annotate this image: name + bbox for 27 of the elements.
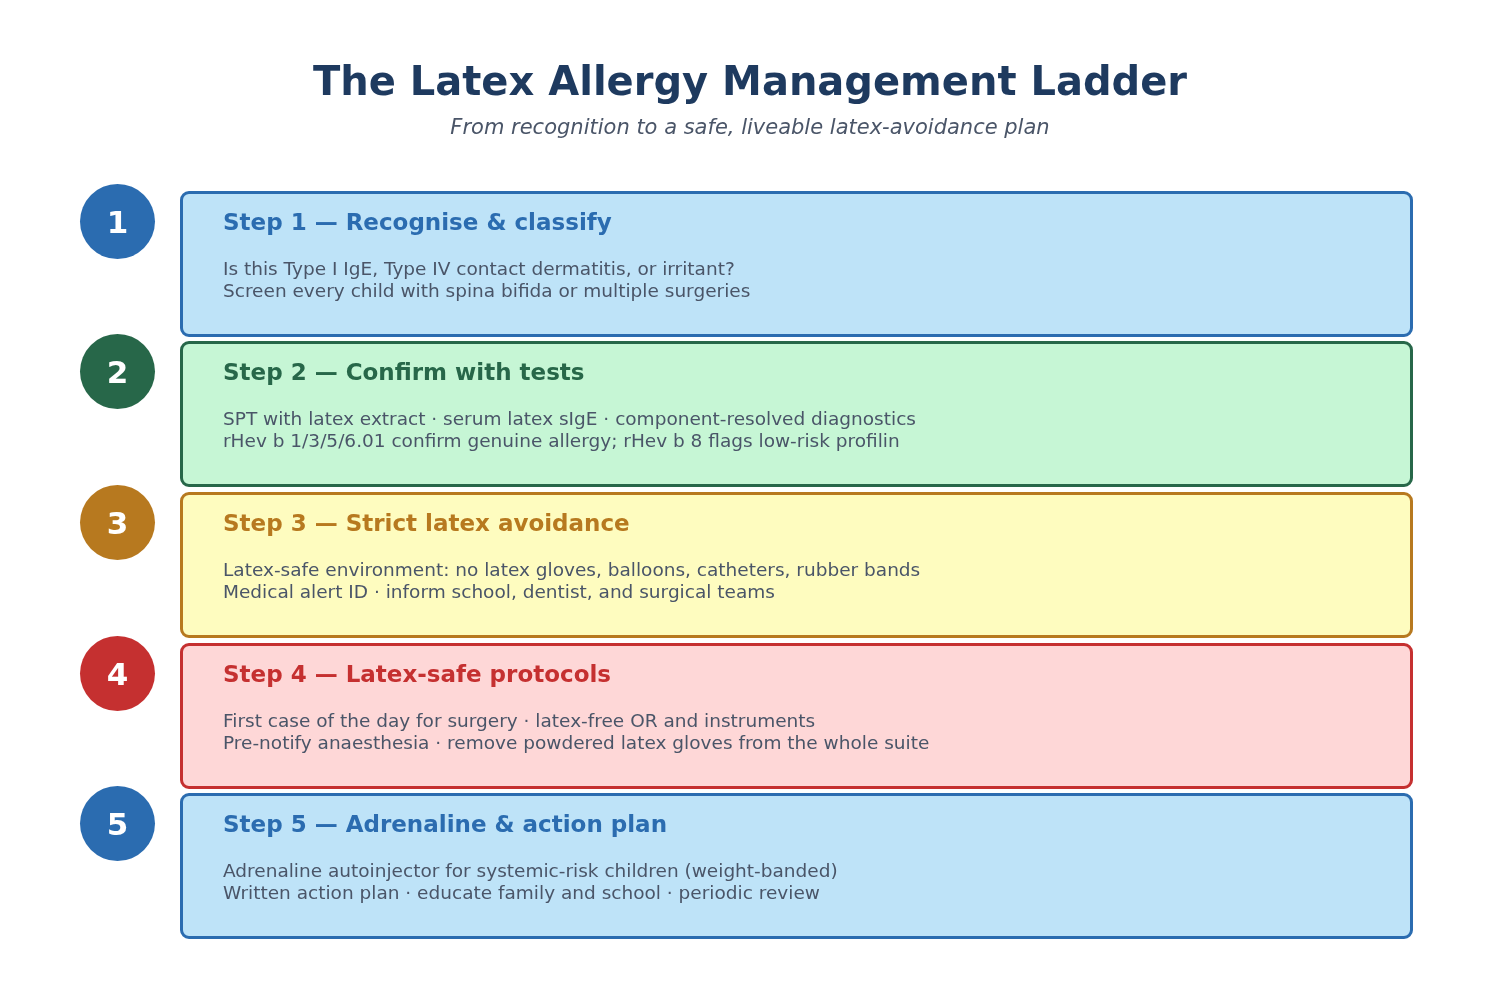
step-card xyxy=(180,191,1413,337)
step-description: Is this Type I IgE, Type IV contact dermatitis, or irritant? xyxy=(223,258,736,280)
step-description: Screen every child with spina bifida or multiple surgeries xyxy=(223,280,752,302)
step-number-circle: 3 xyxy=(80,485,155,560)
step-card xyxy=(180,793,1413,939)
step-description: Adrenaline autoinjector for systemic-risk children (weight-banded) xyxy=(223,860,839,882)
step-card xyxy=(180,341,1413,487)
step-heading: Step 2 — Confirm with tests xyxy=(223,359,586,385)
step-heading: Step 1 — Recognise & classify xyxy=(223,209,613,235)
step-heading: Step 3 — Strict latex avoidance xyxy=(223,510,631,536)
diagram-title: The Latex Allergy Management Ladder xyxy=(311,58,1189,104)
step-number-circle: 5 xyxy=(80,786,155,861)
step-card xyxy=(180,643,1413,789)
diagram-subtitle: From recognition to a safe, liveable latex-avoidance plan xyxy=(449,115,1051,139)
step-description: rHev b 1/3/5/6.01 confirm genuine allergy; rHev b 8 flags low-risk profilin xyxy=(223,430,901,452)
step-description: Medical alert ID · inform school, dentist, and surgical teams xyxy=(223,581,776,603)
step-number-circle: 4 xyxy=(80,636,155,711)
step-description: First case of the day for surgery · latex-free OR and instruments xyxy=(223,710,817,732)
step-heading: Step 4 — Latex-safe protocols xyxy=(223,661,613,687)
step-card xyxy=(180,492,1413,638)
step-heading: Step 5 — Adrenaline & action plan xyxy=(223,811,669,837)
step-description: Latex-safe environment: no latex gloves, balloons, catheters, rubber bands xyxy=(223,559,922,581)
step-number-circle: 1 xyxy=(80,184,155,259)
step-description: Written action plan · educate family and school · periodic review xyxy=(223,882,821,904)
step-description: SPT with latex extract · serum latex sIgE · component-resolved diagnostics xyxy=(223,408,917,430)
step-number-circle: 2 xyxy=(80,334,155,409)
step-description: Pre-notify anaesthesia · remove powdered latex gloves from the whole suite xyxy=(223,732,931,754)
